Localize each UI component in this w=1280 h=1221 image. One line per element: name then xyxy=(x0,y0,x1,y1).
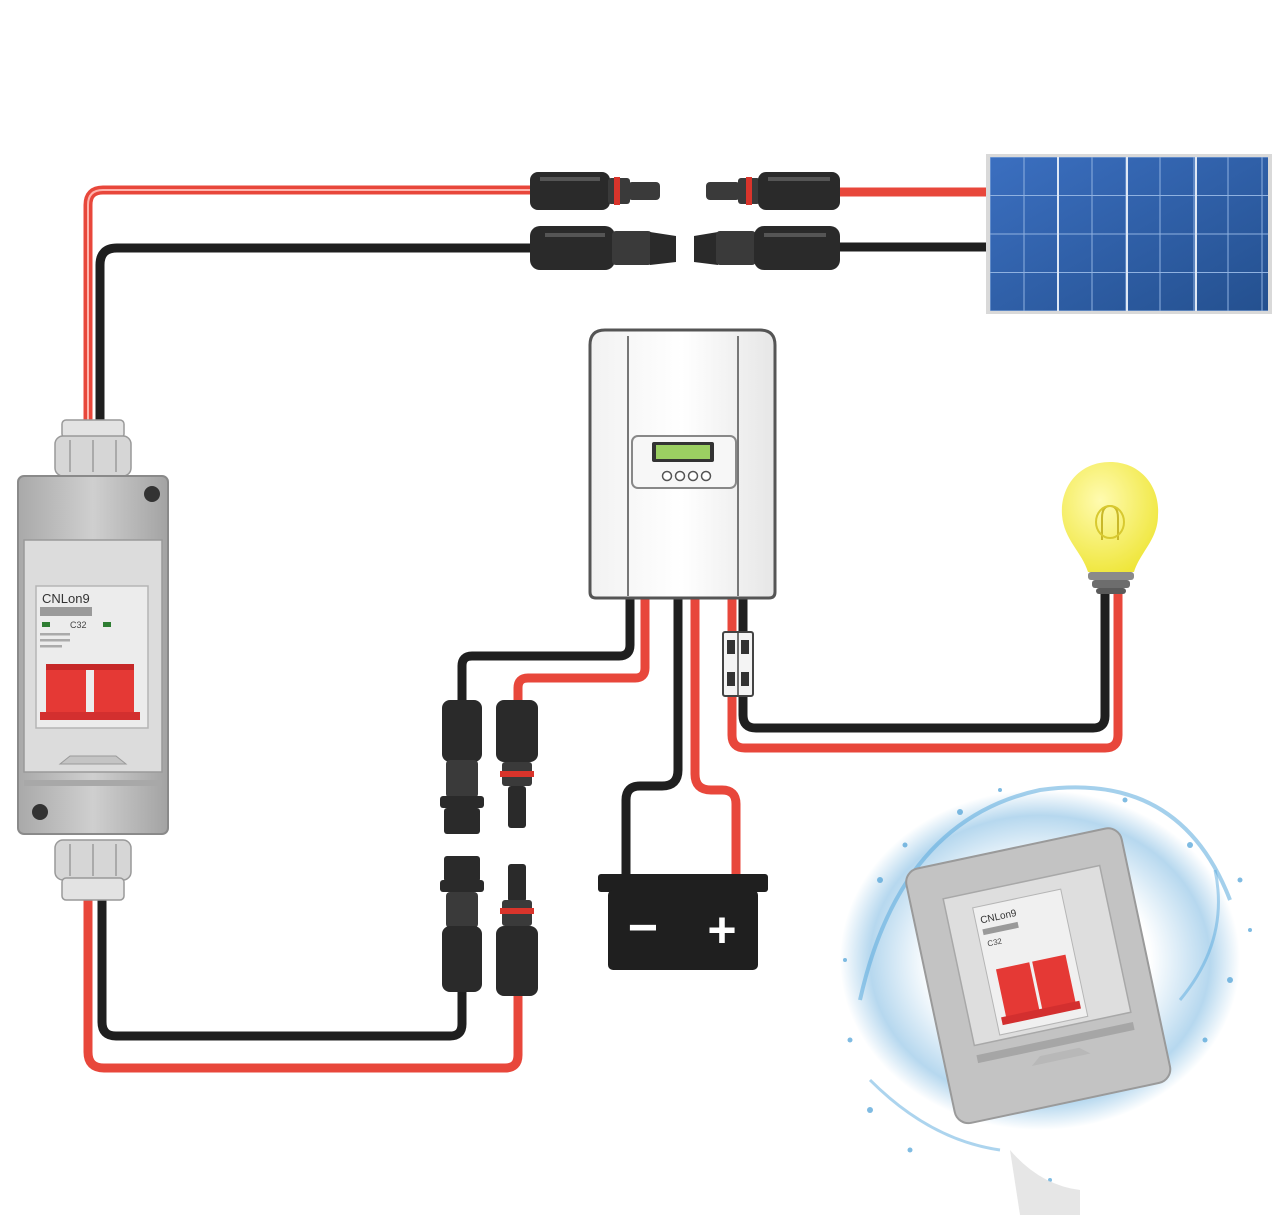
wire-battery-negative xyxy=(621,593,683,880)
wire-ctrl-pv-positive xyxy=(513,593,650,705)
charge-controller-icon xyxy=(588,328,777,600)
wire-bottom-positive xyxy=(83,895,523,1073)
water-splash-icon: CNLon9 C32 xyxy=(840,785,1252,1215)
wire-load-negative xyxy=(738,585,1110,733)
control-button xyxy=(661,470,673,482)
battery-positive-symbol: + xyxy=(707,902,736,958)
control-button xyxy=(687,470,699,482)
dc-breaker-icon: CNLon9 C32 xyxy=(17,419,169,901)
mc4-connector-icon xyxy=(440,856,538,996)
wire-ctrl-pv-negative xyxy=(457,593,635,710)
solar-panel-icon xyxy=(986,154,1272,314)
mc4-connector-icon xyxy=(530,172,676,270)
battery-negative-symbol: − xyxy=(628,899,658,957)
lcd-screen xyxy=(656,445,710,459)
wire-top-positive xyxy=(83,185,537,430)
breaker-brand: CNLon9 xyxy=(42,591,90,606)
wire-load-positive xyxy=(727,585,1123,753)
control-button xyxy=(700,470,712,482)
wire-battery-positive xyxy=(690,593,741,880)
light-bulb-icon xyxy=(1061,462,1159,594)
wire-bottom-negative xyxy=(97,895,467,1041)
mc4-connector-icon xyxy=(440,700,538,834)
breaker-rating: C32 xyxy=(70,620,87,630)
wires xyxy=(83,185,1123,1073)
control-button xyxy=(674,470,686,482)
mc4-connector-icon xyxy=(694,172,840,270)
load-fuse-icon xyxy=(722,631,754,697)
inset-breaker-rating: C32 xyxy=(987,936,1004,948)
battery-icon: − + xyxy=(598,874,768,970)
wire-top-negative xyxy=(95,243,537,430)
